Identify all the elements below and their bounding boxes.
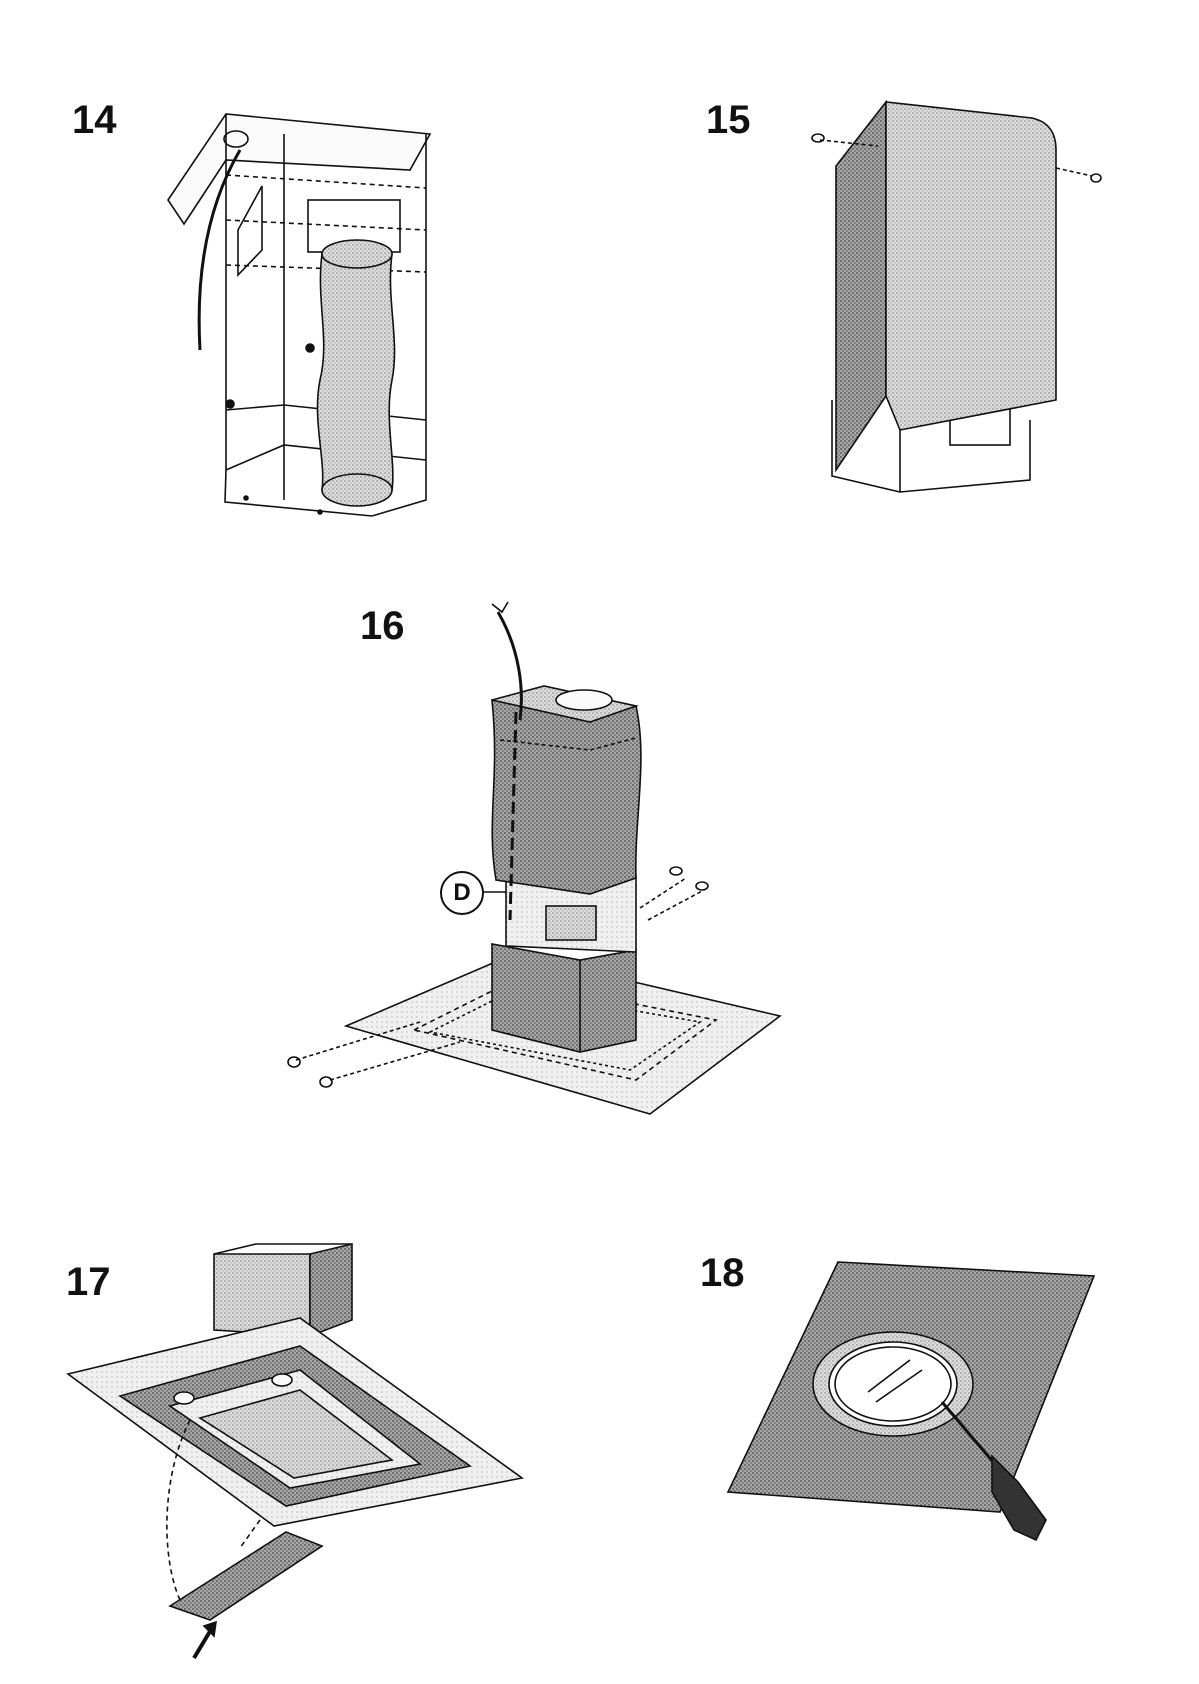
figure-number-14: 14	[72, 100, 117, 140]
figure-number-18: 18	[700, 1253, 745, 1293]
figure-number-15: 15	[706, 100, 751, 140]
figure-17-illustration	[68, 1244, 522, 1658]
figure-18-illustration	[728, 1262, 1094, 1540]
part-callout-d: D	[440, 871, 484, 915]
figure-number-16: 16	[360, 606, 405, 646]
figure-16-illustration	[288, 602, 780, 1114]
figure-number-17: 17	[66, 1262, 111, 1302]
figure-14-illustration	[168, 114, 430, 516]
figure-15-illustration	[812, 102, 1101, 492]
